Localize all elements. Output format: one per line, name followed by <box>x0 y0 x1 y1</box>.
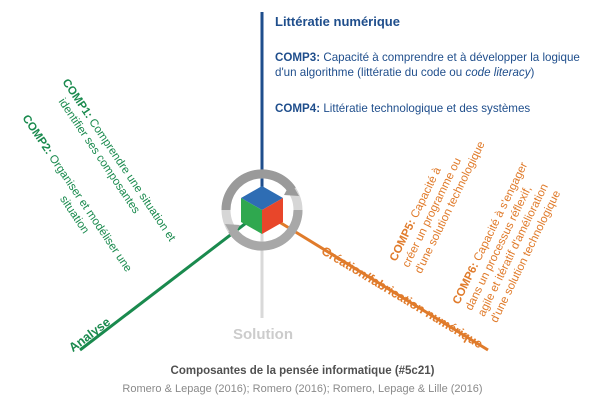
comp3-text-1: Capacité à comprendre et à développer la… <box>323 51 580 64</box>
comp4-code: COMP4: <box>275 102 321 115</box>
comp3-text-end: ) <box>530 66 535 80</box>
axis-creation-line <box>275 218 489 352</box>
comp4-label: COMP4: Littératie technologique et des s… <box>275 101 600 116</box>
comp3-text-italic: code literacy <box>465 66 531 80</box>
comp6-label: COMP6: Capacité à s'engager dans un proc… <box>451 160 563 324</box>
comp3-label: COMP3: Capacité à comprendre et à dévelo… <box>275 50 600 80</box>
comp5-label: COMP5: Capacité à créer un programme ou … <box>388 140 488 276</box>
comp3-code: COMP3: <box>275 51 321 64</box>
comp3-text-2: d'un algorithme (littératie du code ou <box>275 66 466 80</box>
axis-literacy-title: Littératie numérique <box>275 14 400 29</box>
comp2-line-1: COMP2: Organiser et modéliser une <box>20 113 134 274</box>
caption-credits: Romero & Lepage (2016); Romero (2016); R… <box>122 383 483 395</box>
axis-analysis-line <box>79 218 251 352</box>
axis-solution-title: Solution <box>233 326 293 343</box>
comp2-code: COMP2: <box>20 113 55 157</box>
cube-cycle-icon <box>221 169 303 251</box>
caption-title: Composantes de la pensée informatique (#… <box>170 365 435 377</box>
comp1-label: COMP1: Comprendre une situation et ident… <box>56 77 178 244</box>
comp2-label: COMP2: Organiser et modéliser une situat… <box>20 113 134 274</box>
comp4-text: Littératie technologique et des systèmes <box>323 102 531 115</box>
axis-analysis-title: Analyse <box>66 315 113 355</box>
